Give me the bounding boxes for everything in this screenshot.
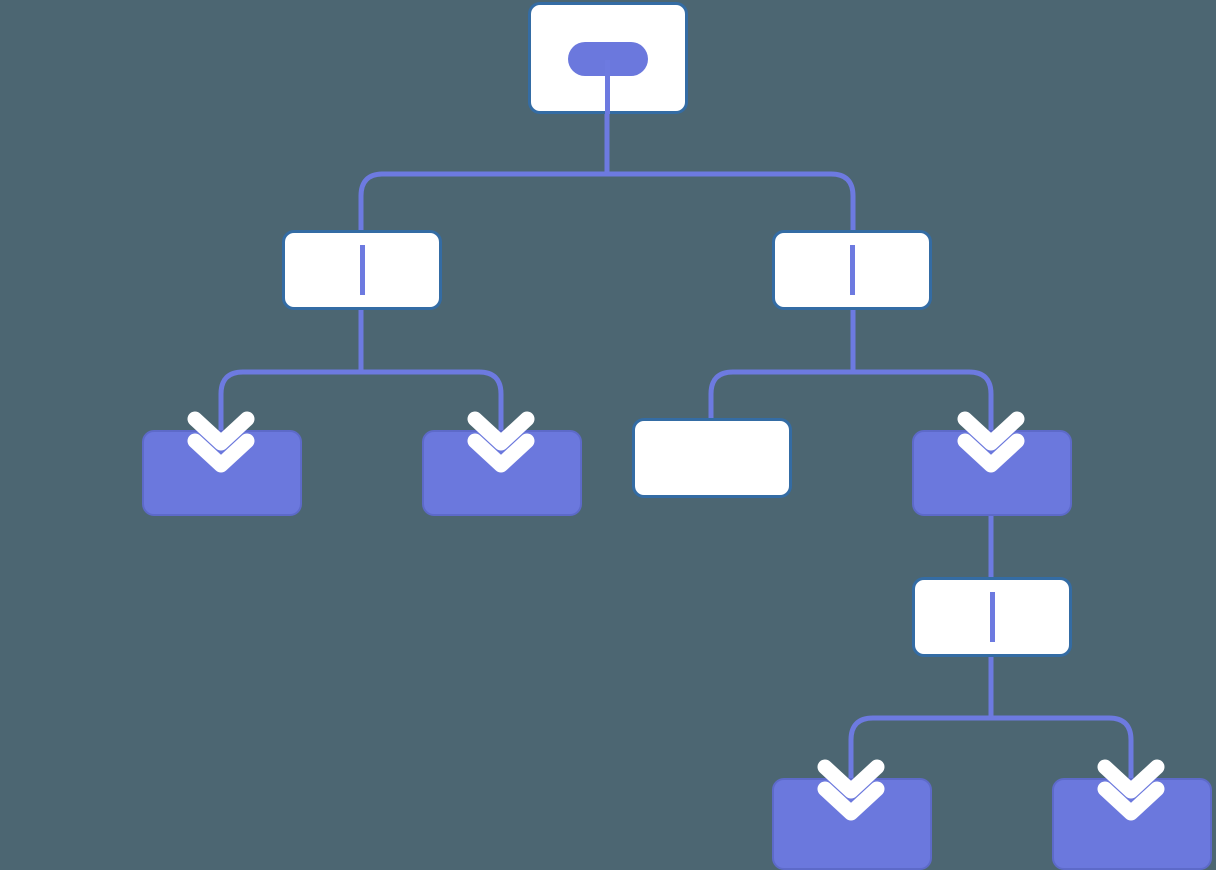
node-l2-left[interactable]: [282, 230, 442, 310]
node-l3-b[interactable]: [422, 430, 582, 516]
node-l4[interactable]: [912, 577, 1072, 657]
through-line: [359, 245, 365, 295]
node-l5-b[interactable]: [1052, 778, 1212, 870]
through-line: [989, 592, 995, 642]
through-line: [849, 245, 855, 295]
node-root[interactable]: [528, 2, 688, 114]
root-stem-line: [605, 60, 610, 114]
node-l3-d[interactable]: [912, 430, 1072, 516]
node-l5-a[interactable]: [772, 778, 932, 870]
node-l2-right[interactable]: [772, 230, 932, 310]
node-l3-a[interactable]: [142, 430, 302, 516]
node-l3-c[interactable]: [632, 418, 792, 498]
